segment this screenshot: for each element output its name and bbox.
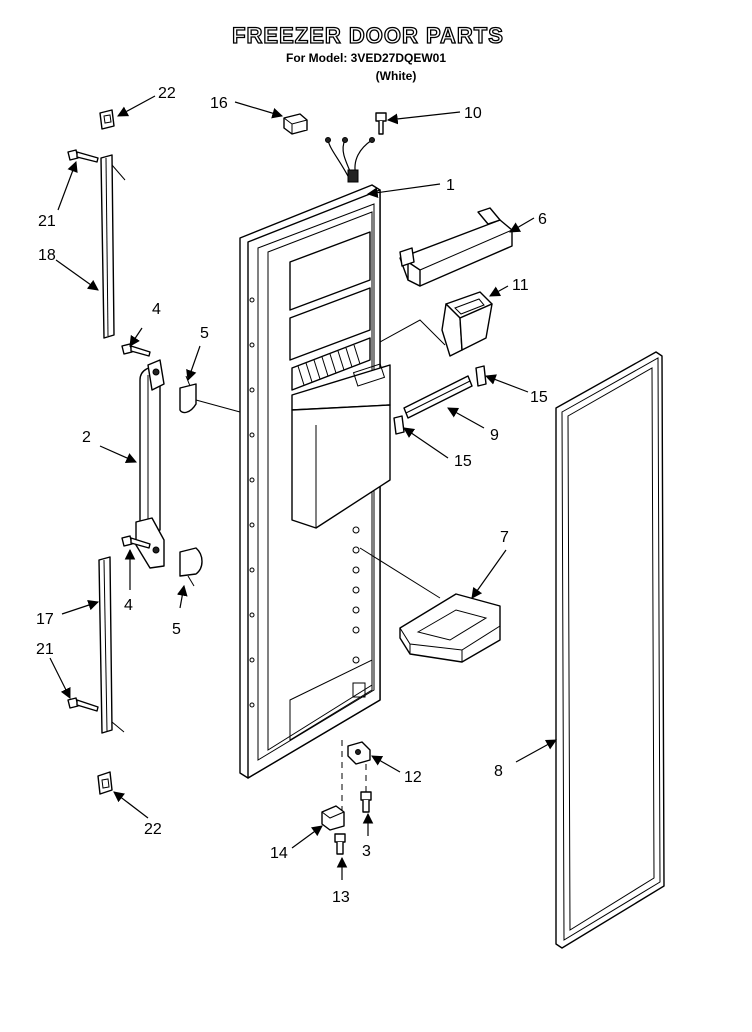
color-note: (White) bbox=[376, 69, 417, 83]
door-gasket bbox=[555, 351, 665, 949]
callout-22-bottom: 22 bbox=[144, 821, 162, 838]
callout-18: 18 bbox=[38, 247, 56, 264]
door-bucket-bin bbox=[399, 593, 501, 663]
callout-10: 10 bbox=[464, 105, 482, 122]
callout-1: 1 bbox=[446, 177, 455, 194]
callout-4-bottom: 4 bbox=[124, 597, 133, 614]
callout-7: 7 bbox=[500, 529, 509, 546]
callout-9: 9 bbox=[490, 427, 499, 444]
diagram-title: FREEZER DOOR PARTS bbox=[232, 23, 504, 48]
model-number: For Model: 3VED27DQEW01 bbox=[286, 51, 446, 65]
screw-21-top bbox=[67, 149, 99, 163]
callout-15-bottom: 15 bbox=[454, 453, 472, 470]
handle-plug-bottom bbox=[179, 547, 203, 587]
callout-14: 14 bbox=[270, 845, 288, 862]
door-shelf-bin bbox=[399, 207, 513, 287]
callout-6: 6 bbox=[538, 211, 547, 228]
door-handle bbox=[135, 359, 165, 569]
trim-strip-lower bbox=[98, 556, 125, 734]
callout-4-top: 4 bbox=[152, 301, 161, 318]
callout-17: 17 bbox=[36, 611, 54, 628]
callout-3: 3 bbox=[362, 843, 371, 860]
screw-4-top bbox=[121, 343, 151, 357]
freezer-door-panel bbox=[239, 184, 391, 779]
callout-2: 2 bbox=[82, 429, 91, 446]
handle-plug-top bbox=[179, 375, 197, 414]
hinge-bushing bbox=[347, 741, 371, 765]
hinge-screw bbox=[360, 791, 372, 813]
wire-harness bbox=[325, 137, 375, 183]
bar-clip-right bbox=[475, 365, 487, 387]
callout-16: 16 bbox=[210, 95, 228, 112]
callout-5-top: 5 bbox=[200, 325, 209, 342]
trim-clip-top bbox=[99, 109, 115, 130]
hinge-bracket bbox=[321, 805, 345, 831]
dispenser-trim-bar bbox=[403, 375, 473, 419]
callout-12: 12 bbox=[404, 769, 422, 786]
leader-lines bbox=[49, 95, 557, 880]
bar-clip-left bbox=[393, 415, 405, 435]
callout-22-top: 22 bbox=[158, 85, 176, 102]
callout-11: 11 bbox=[512, 277, 529, 294]
callout-21-bottom: 21 bbox=[36, 641, 54, 658]
screw-4-bottom bbox=[121, 535, 151, 549]
callout-5-bottom: 5 bbox=[172, 621, 181, 638]
callout-21-top: 21 bbox=[38, 213, 56, 230]
connector-block bbox=[283, 113, 308, 135]
callout-13: 13 bbox=[332, 889, 350, 906]
screw-10 bbox=[375, 112, 387, 135]
ice-chute bbox=[441, 291, 493, 357]
hinge-bracket-screw bbox=[334, 833, 346, 855]
callout-8: 8 bbox=[494, 763, 503, 780]
screw-21-bottom bbox=[67, 697, 99, 712]
trim-clip-bottom bbox=[97, 771, 113, 795]
trim-strip-upper bbox=[100, 154, 126, 339]
callout-15-top: 15 bbox=[530, 389, 548, 406]
